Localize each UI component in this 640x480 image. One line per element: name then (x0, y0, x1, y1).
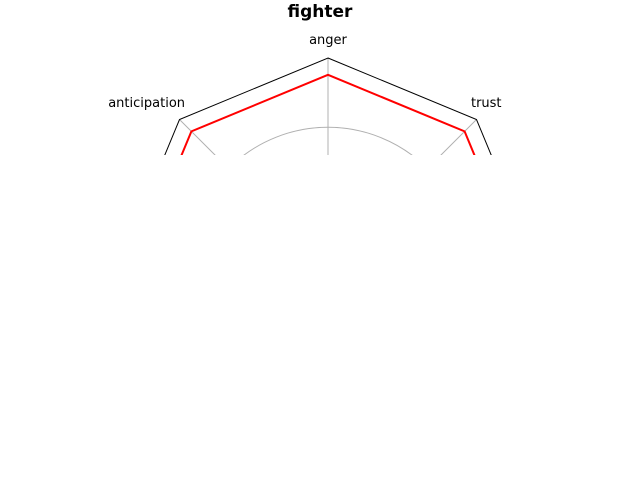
chart-title: fighter (288, 2, 354, 22)
axis-labels: anger trust anticipation (108, 33, 501, 111)
grid-circle-2 (243, 126, 413, 155)
spoke-7 (179, 119, 216, 155)
spoke-1 (440, 119, 477, 155)
grid-circle-1 (223, 163, 433, 373)
spoke-5 (180, 268, 328, 416)
axis-label-trust: trust (471, 96, 502, 111)
spoke-3 (328, 268, 476, 416)
axis-label-anticipation: anticipation (108, 96, 185, 111)
axis-label-anger: anger (309, 33, 347, 48)
plot-area (164, 57, 492, 416)
grid-circle-0 (259, 199, 398, 338)
